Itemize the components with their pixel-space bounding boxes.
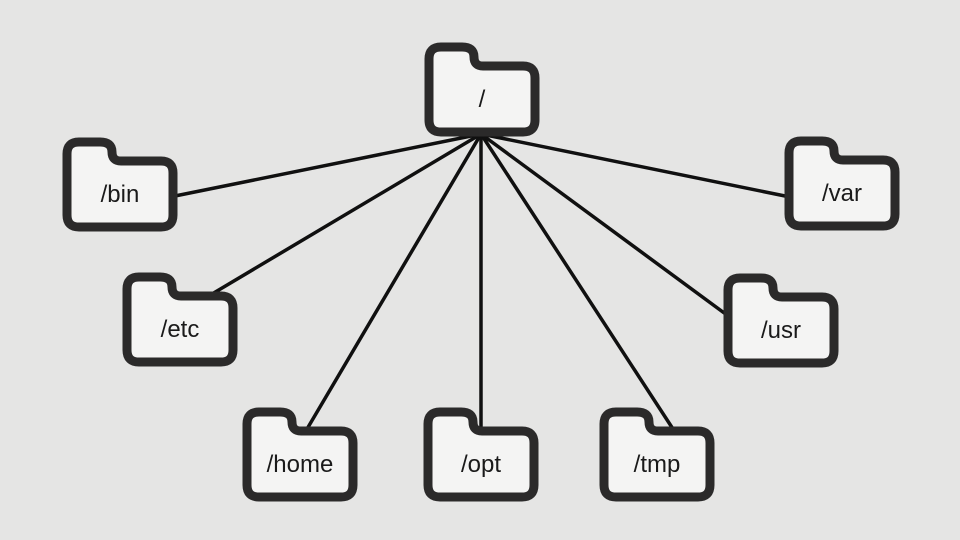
node-home: /home — [247, 412, 353, 497]
folder-label-etc: /etc — [161, 316, 200, 343]
edges — [168, 132, 792, 431]
node-usr: /usr — [728, 278, 834, 363]
folder-label-root: / — [479, 86, 486, 113]
node-bin: /bin — [67, 142, 173, 227]
edge-root-home — [305, 132, 483, 431]
node-tmp: /tmp — [604, 412, 710, 497]
edge-root-var — [479, 132, 792, 199]
folder-label-var: /var — [822, 180, 862, 207]
edge-root-usr — [479, 132, 733, 320]
edge-root-bin — [168, 132, 483, 199]
edge-root-tmp — [479, 132, 675, 431]
folder-label-opt: /opt — [461, 451, 501, 478]
folder-label-bin: /bin — [101, 181, 140, 208]
edge-root-etc — [210, 132, 483, 296]
folder-label-tmp: /tmp — [634, 451, 681, 478]
node-opt: /opt — [428, 412, 534, 497]
node-var: /var — [789, 141, 895, 226]
folder-label-usr: /usr — [761, 317, 801, 344]
folder-label-home: /home — [267, 451, 334, 478]
node-root: / — [429, 47, 535, 132]
node-etc: /etc — [127, 277, 233, 362]
